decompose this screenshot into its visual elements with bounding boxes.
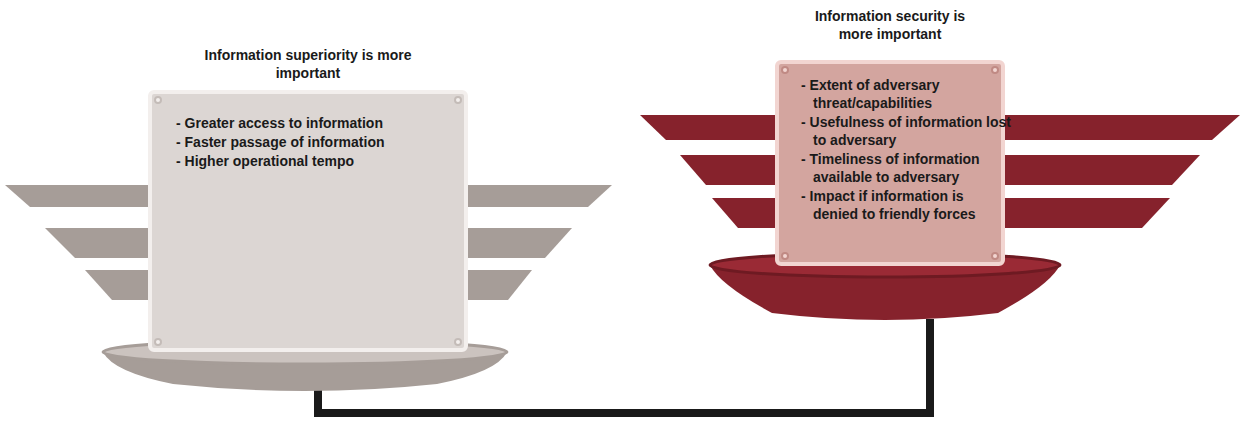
text-card: - Extent of adversary threat/capabilitie… — [775, 60, 1005, 266]
text-card: - Greater access to information- Faster … — [148, 90, 468, 352]
corner-rivet — [991, 66, 999, 74]
bullet-list: - Greater access to information- Faster … — [176, 114, 391, 170]
corner-rivet — [154, 96, 162, 104]
bullet-item: - Extent of adversary threat/capabilitie… — [801, 76, 1011, 112]
corner-rivet — [991, 252, 999, 260]
bullet-item: - Faster passage of information — [176, 133, 391, 151]
scale-pan: Information security is more important - … — [710, 3, 1060, 325]
bullet-item: - Greater access to information — [176, 114, 391, 132]
scale-pan: Information superiority is more importan… — [95, 40, 515, 396]
corner-rivet — [154, 338, 162, 346]
bullet-item: - Impact if information is denied to fri… — [801, 187, 1011, 223]
corner-rivet — [454, 338, 462, 346]
corner-rivet — [454, 96, 462, 104]
bullet-item: - Higher operational tempo — [176, 152, 391, 170]
bullet-item: - Usefulness of information lost to adve… — [801, 113, 1011, 149]
corner-rivet — [781, 252, 789, 260]
corner-rivet — [781, 66, 789, 74]
bullet-list: - Extent of adversary threat/capabilitie… — [801, 76, 1011, 223]
pan-heading: Information security is more important — [805, 7, 975, 43]
pan-heading: Information superiority is more importan… — [193, 46, 423, 82]
bullet-item: - Timeliness of information available to… — [801, 150, 1011, 186]
